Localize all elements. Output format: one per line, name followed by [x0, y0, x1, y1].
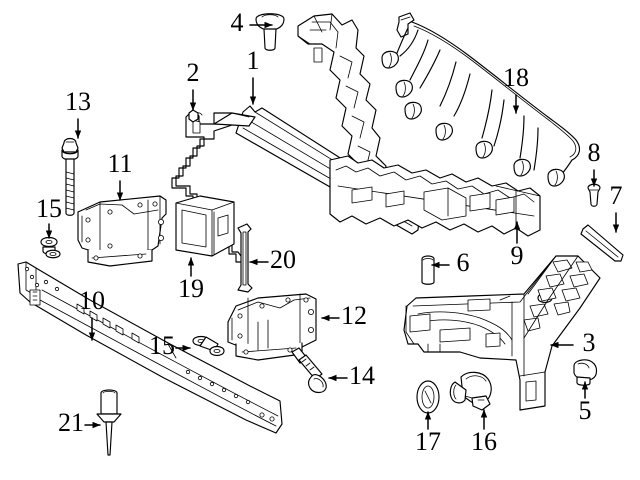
callout-number: 9: [511, 241, 524, 270]
harness-connector: [475, 140, 493, 159]
part-push-pin-retainer: [96, 389, 122, 456]
part-sensor-retaining-ring: [416, 380, 440, 414]
callout-push-pin-retainer: 21: [58, 408, 101, 437]
callout-parking-sensor-wiring-harness: 18: [503, 63, 529, 114]
callout-clip-double: 15: [36, 194, 62, 239]
callout-bumper-reinforcement-beam: 9: [511, 221, 524, 270]
harness-connector: [395, 79, 413, 98]
part-stepped-support-panel: [171, 109, 256, 263]
callout-hex-flange-bolt: 14: [328, 361, 375, 390]
callout-number: 18: [503, 63, 529, 92]
callout-number: 8: [588, 138, 601, 167]
callout-number: 19: [178, 274, 204, 303]
harness-connector: [547, 168, 565, 187]
part-mounting-bracket-left: [77, 195, 167, 267]
callout-sensor-retaining-ring: 17: [415, 411, 441, 456]
callout-flange-bolt-long: 13: [65, 87, 91, 139]
callout-parking-control-module: 19: [178, 257, 204, 303]
part-bumper-reinforcement-beam: [329, 155, 541, 237]
callout-retainer-pin: 8: [588, 138, 601, 187]
callout-number: 6: [457, 248, 470, 277]
callout-impact-bar: 10: [79, 286, 105, 341]
callout-mounting-bracket-right: 12: [321, 301, 367, 330]
callout-number: 12: [341, 301, 367, 330]
part-nut-clip: [188, 109, 199, 123]
part-parking-control-module: [175, 195, 235, 257]
callout-upper-trim-strip: 1: [247, 46, 260, 105]
callout-number: 7: [610, 181, 623, 210]
callout-number: 17: [415, 427, 441, 456]
callout-number: 20: [270, 245, 296, 274]
callout-number: 2: [187, 58, 200, 87]
part-wiring-harness: [381, 12, 581, 187]
callout-round-head-bolt: 4: [231, 8, 273, 37]
callout-bumper-side-bracket-right: 3: [550, 328, 596, 357]
part-clip-double-upper: [40, 236, 61, 259]
harness-connector: [381, 50, 399, 69]
part-parking-sensor: [449, 371, 492, 411]
part-pin-bolt: [421, 255, 435, 285]
callout-number: 13: [65, 87, 91, 116]
callout-number: 14: [349, 361, 375, 390]
part-bumper-side-bracket-right: [403, 255, 601, 411]
part-impact-bar: [17, 261, 283, 434]
callout-thin-seal-strip: 7: [610, 181, 623, 233]
part-clip-double-lower: [192, 335, 225, 357]
callout-pin-bolt: 6: [431, 248, 470, 277]
harness-connector: [513, 158, 531, 177]
part-mounting-bracket-right: [227, 293, 317, 361]
callout-number: 10: [79, 286, 105, 315]
part-thin-seal-strip: [580, 224, 624, 262]
callout-mounting-bracket-left: 11: [107, 149, 133, 201]
callout-number: 4: [231, 8, 244, 37]
callout-number: 21: [58, 408, 84, 437]
harness-connector: [404, 101, 422, 120]
callout-parking-sensor: 16: [471, 409, 497, 456]
callout-number: 11: [107, 149, 132, 178]
callout-number: 15: [36, 194, 62, 223]
callout-module-mount-rail: 20: [249, 245, 296, 274]
callout-nut-clip: 2: [187, 58, 200, 111]
part-module-mount-rail: [237, 223, 253, 293]
callout-number: 15: [149, 331, 175, 360]
callout-number: 16: [471, 427, 497, 456]
part-hex-flange-bolt: [291, 347, 327, 394]
callout-number: 1: [247, 46, 260, 75]
harness-connector: [435, 122, 453, 141]
callout-number: 3: [583, 328, 596, 357]
callout-plug-cap: 5: [579, 381, 592, 425]
callout-number: 5: [579, 396, 592, 425]
part-flange-bolt-long: [61, 137, 79, 216]
callout-clip-double: 15: [149, 331, 191, 360]
